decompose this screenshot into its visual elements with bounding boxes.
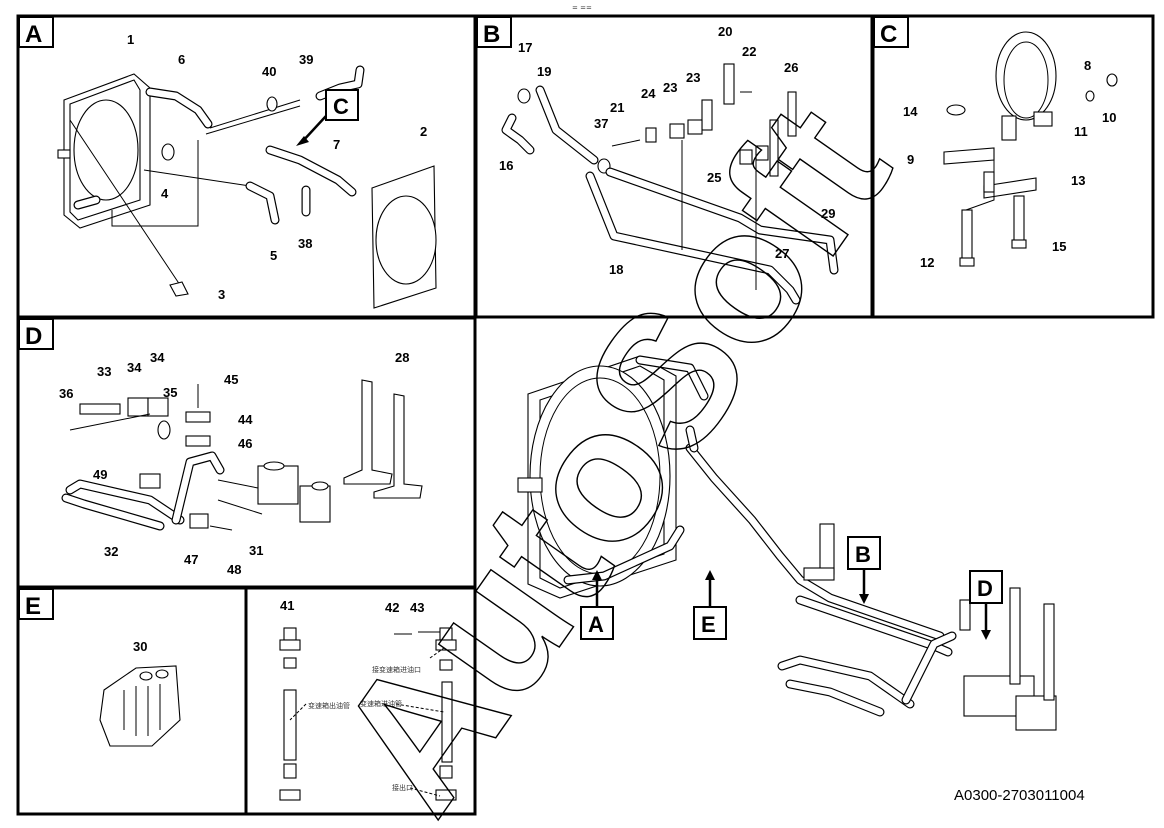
panel-tag-a: A: [18, 16, 54, 48]
label-34a: 34: [150, 350, 165, 365]
label-32: 32: [104, 544, 118, 559]
label-35: 35: [163, 385, 177, 400]
callout-c-in-a: C: [296, 89, 359, 146]
label-21: 21: [610, 100, 624, 115]
panel-c-drawing: [943, 31, 1118, 267]
label-27: 27: [775, 246, 789, 261]
label-15: 15: [1052, 239, 1066, 254]
label-29: 29: [821, 206, 835, 221]
note-outlet: 接出口: [392, 783, 413, 792]
label-28: 28: [395, 350, 409, 365]
svg-text:A: A: [25, 21, 42, 48]
label-33: 33: [97, 364, 111, 379]
panel-d-drawing: [61, 379, 423, 531]
panel-tag-b: B: [476, 16, 512, 48]
svg-text:D: D: [25, 323, 42, 350]
label-22: 22: [742, 44, 756, 59]
panel-frames: [16, 14, 1155, 816]
main-assembly-drawing: [517, 355, 1057, 731]
panel-e-lines: [279, 627, 457, 801]
label-16: 16: [499, 158, 513, 173]
svg-text:B: B: [855, 542, 871, 567]
svg-text:E: E: [25, 593, 41, 620]
callout-b: B: [847, 536, 881, 604]
label-39: 39: [299, 52, 313, 67]
label-26: 26: [784, 60, 798, 75]
label-25: 25: [707, 170, 721, 185]
label-46: 46: [238, 436, 252, 451]
panel-tag-d: D: [18, 318, 54, 350]
label-34b: 34: [127, 360, 142, 375]
svg-text:D: D: [977, 576, 993, 601]
label-5: 5: [270, 248, 277, 263]
note-transmission-inlet: 接变速箱进油口: [372, 665, 421, 674]
svg-text:E: E: [701, 612, 716, 637]
label-40: 40: [262, 64, 276, 79]
label-44: 44: [238, 412, 253, 427]
panel-b-drawing: [501, 63, 839, 305]
panel-tag-e: E: [18, 588, 54, 620]
label-9: 9: [907, 152, 914, 167]
part-labels: 1 6 40 39 2 7 4 5 38 3 17 19 20 22 26 23…: [59, 24, 1116, 654]
panel-a-drawing: [57, 65, 437, 309]
svg-text:B: B: [483, 21, 500, 48]
label-18: 18: [609, 262, 623, 277]
diagram-code: A0300-2703011004: [954, 787, 1085, 804]
callout-a: A: [580, 570, 614, 640]
note-transmission-outlet-pipe: 变速箱出油管: [308, 701, 350, 710]
label-30: 30: [133, 639, 147, 654]
label-42: 42: [385, 600, 399, 615]
label-6: 6: [178, 52, 185, 67]
label-31: 31: [249, 543, 263, 558]
label-23a: 23: [686, 70, 700, 85]
label-11: 11: [1074, 124, 1088, 139]
label-10: 10: [1102, 110, 1116, 125]
callout-d: D: [969, 570, 1003, 640]
panel-e-tank: [99, 665, 181, 747]
panel-tag-c: C: [873, 16, 909, 48]
label-41: 41: [280, 598, 294, 613]
label-7: 7: [333, 137, 340, 152]
label-24: 24: [641, 86, 656, 101]
label-8: 8: [1084, 58, 1091, 73]
label-23b: 23: [663, 80, 677, 95]
svg-text:C: C: [880, 21, 897, 48]
note-transmission-inlet-pipe: 变速箱进油管: [360, 699, 402, 708]
label-14: 14: [903, 104, 918, 119]
label-2: 2: [420, 124, 427, 139]
label-45: 45: [224, 372, 238, 387]
label-13: 13: [1071, 173, 1085, 188]
label-3: 3: [218, 287, 225, 302]
label-43: 43: [410, 600, 424, 615]
label-36: 36: [59, 386, 73, 401]
label-1: 1: [127, 32, 134, 47]
label-47: 47: [184, 552, 198, 567]
label-20: 20: [718, 24, 732, 39]
label-49: 49: [93, 467, 107, 482]
callout-e: E: [693, 570, 727, 640]
label-17: 17: [518, 40, 532, 55]
label-12: 12: [920, 255, 934, 270]
label-37: 37: [594, 116, 608, 131]
label-48: 48: [227, 562, 241, 577]
label-4: 4: [161, 186, 169, 201]
svg-text:C: C: [333, 94, 349, 119]
label-19: 19: [537, 64, 551, 79]
svg-text:A: A: [588, 612, 604, 637]
top-mark: = ==: [572, 4, 592, 12]
label-38: 38: [298, 236, 312, 251]
